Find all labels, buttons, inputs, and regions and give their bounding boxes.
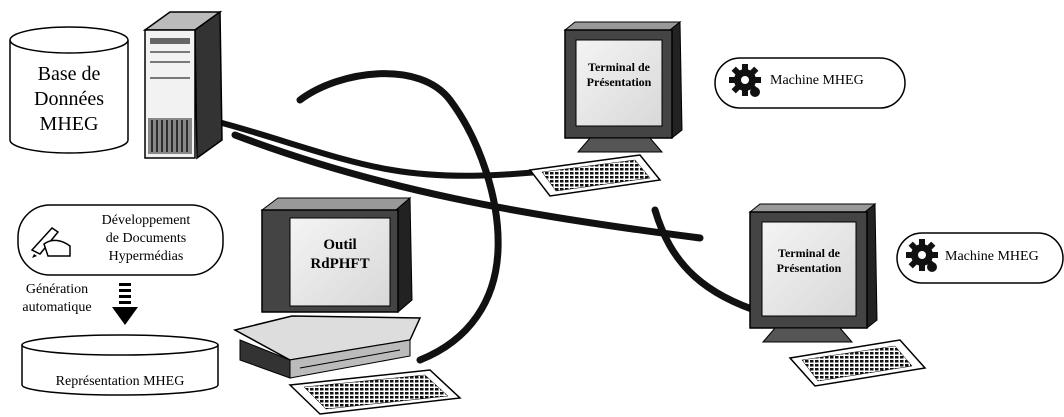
database-label: Base de Données MHEG (14, 62, 124, 137)
server-tower-icon (145, 12, 222, 158)
generation-line2: automatique (12, 299, 102, 317)
machine-right-label: Machine MHEG (945, 249, 1039, 265)
generation-line1: Génération (12, 281, 102, 299)
terminal-right-keyboard-icon (790, 340, 925, 386)
authoring-label: Développement de Documents Hypermédias (76, 212, 216, 266)
terminal-top-line2: Présentation (578, 75, 660, 90)
machine-top-label: Machine MHEG (770, 73, 864, 89)
authoring-line3: Hypermédias (76, 248, 216, 266)
outil-computer-icon (235, 198, 420, 378)
representation-label: Représentation MHEG (22, 374, 218, 390)
outil-screen-label: Outil RdPHFT (290, 236, 390, 274)
authoring-line1: Développement (76, 212, 216, 230)
terminal-right-line2: Présentation (763, 261, 855, 276)
terminal-top-keyboard-icon (530, 155, 660, 196)
down-arrow-icon (112, 283, 138, 325)
database-line1: Base de (14, 62, 124, 87)
outil-line1: Outil (290, 236, 390, 255)
terminal-top-line1: Terminal de (578, 60, 660, 75)
terminal-right-line1: Terminal de (763, 246, 855, 261)
outil-keyboard-icon (290, 370, 460, 414)
authoring-line2: de Documents (76, 230, 216, 248)
database-line3: MHEG (14, 112, 124, 137)
terminal-right-screen-label: Terminal de Présentation (763, 246, 855, 276)
cable-server-terminal-top (178, 112, 560, 176)
outil-line2: RdPHFT (290, 255, 390, 274)
database-line2: Données (14, 87, 124, 112)
generation-label: Génération automatique (12, 281, 102, 317)
terminal-top-screen-label: Terminal de Présentation (578, 60, 660, 90)
